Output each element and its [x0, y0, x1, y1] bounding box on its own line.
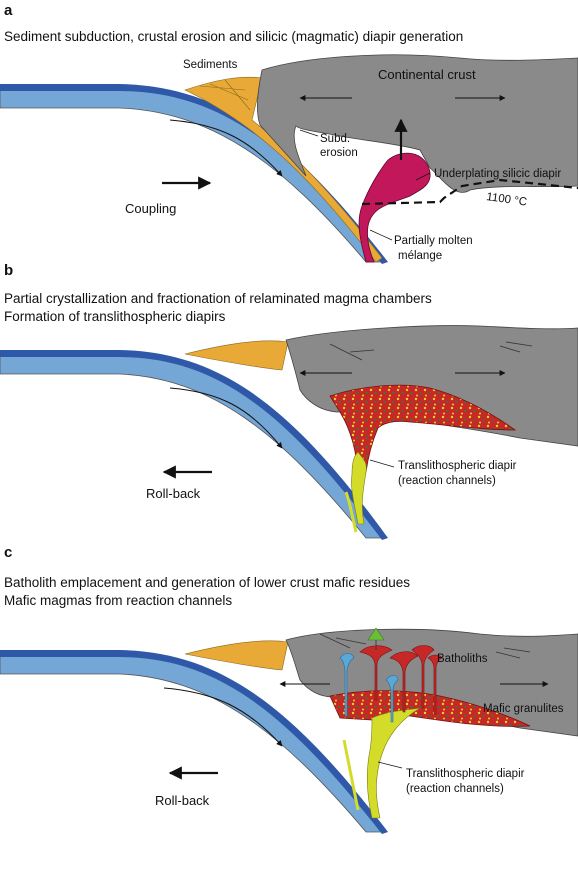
panel-c-title-line1: Batholith emplacement and generation of … [4, 575, 410, 590]
slab-flow-arrow [163, 687, 283, 747]
reaction-channel [366, 707, 421, 819]
label-batholiths: Batholiths [437, 653, 488, 665]
panel-b-letter: b [4, 262, 14, 279]
label-mafic-granulites: Mafic granulites [483, 703, 564, 715]
slab-flow-arrow [169, 387, 283, 449]
label-subd-erosion-2: erosion [320, 147, 358, 159]
label-diapir-2: (reaction channels) [406, 783, 504, 795]
label-rollback: Roll-back [146, 486, 201, 501]
oceanic-crust-top [0, 350, 388, 540]
slab-flow-arrow [169, 119, 283, 177]
mafic-dikes [339, 653, 399, 723]
isotherm-1100 [361, 178, 578, 206]
panel-c-title-line2: Mafic magmas from reaction channels [4, 593, 233, 608]
label-melange-2: mélange [398, 250, 442, 262]
panel-b: b Partial crystallization and fractionat… [0, 262, 578, 542]
oceanic-crust-top [0, 650, 388, 834]
label-sediments: Sediments [183, 59, 238, 71]
silicic-diapir [358, 152, 431, 263]
panel-b-diagram: Translithospheric diapir (reaction chann… [0, 325, 578, 540]
label-continental-crust: Continental crust [378, 67, 476, 82]
label-temperature: 1100 °C [486, 191, 528, 209]
continental-crust [285, 325, 578, 447]
panel-a-letter: a [4, 2, 13, 19]
panel-a: a Sediment subduction, crustal erosion a… [0, 0, 578, 270]
panel-a-diagram: Sediments Continental crust Subd. erosio… [0, 54, 578, 264]
panel-c-letter: c [4, 544, 13, 561]
panel-c: c Batholith emplacement and generation o… [0, 540, 578, 879]
continental-crust [285, 628, 578, 737]
label-melange-1: Partially molten [394, 235, 473, 247]
label-diapir-1: Translithospheric diapir [398, 460, 517, 472]
label-coupling: Coupling [125, 201, 176, 216]
batholiths [359, 645, 443, 715]
label-diapir-2: (reaction channels) [398, 475, 496, 487]
continental-crust [256, 54, 578, 193]
panel-c-diagram: Batholiths Mafic granulites Translithosp… [0, 627, 578, 834]
panel-a-title: Sediment subduction, crustal erosion and… [4, 29, 464, 44]
label-rollback: Roll-back [155, 793, 210, 808]
label-subd-erosion-1: Subd. [320, 133, 350, 145]
label-diapir-1: Translithospheric diapir [406, 768, 525, 780]
panel-b-title-line1: Partial crystallization and fractionatio… [4, 291, 432, 306]
panel-b-title-line2: Formation of translithospheric diapirs [4, 309, 226, 324]
reaction-channel [351, 451, 367, 525]
label-underplating: Underplating silicic diapir [434, 168, 561, 180]
